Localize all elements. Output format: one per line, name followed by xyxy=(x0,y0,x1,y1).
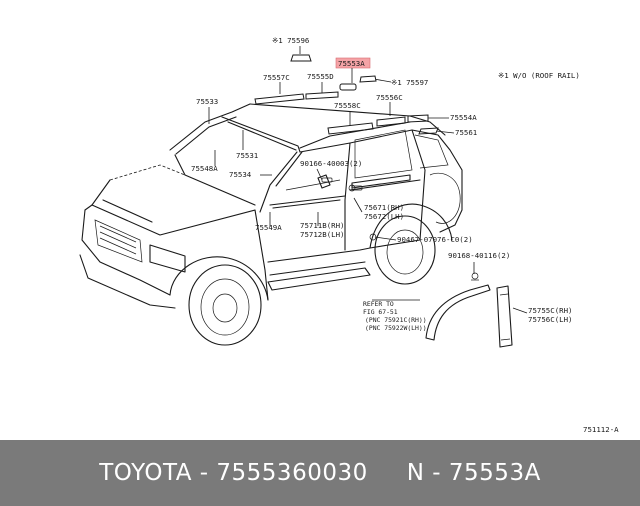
label-90467: 90467-07076-C0(2) xyxy=(397,235,473,244)
label-75597: ※1 75597 xyxy=(391,78,428,87)
label-75531: 75531 xyxy=(236,151,258,160)
part-75556c xyxy=(376,116,406,127)
label-75558c: 75558C xyxy=(334,101,361,110)
label-75561: 75561 xyxy=(455,128,477,137)
label-75534: 75534 xyxy=(229,170,252,179)
footer-bar: TOYOTA - 7555360030 N - 75553A xyxy=(0,440,640,506)
label-75555d: 75555D xyxy=(307,72,334,81)
refer-line-3: (PNC 75921C(RH)) xyxy=(365,316,427,324)
note-label: ※1 W/O (ROOF RAIL) xyxy=(498,71,580,80)
label-75548a: 75548A xyxy=(191,164,218,173)
label-75557c: 75557C xyxy=(263,73,290,82)
label-75596: ※1 75596 xyxy=(272,36,309,45)
label-75554a: 75554A xyxy=(450,113,477,122)
part-75553a xyxy=(339,83,357,91)
quarter-pillar-parts xyxy=(425,284,513,348)
part-75755c xyxy=(496,285,513,348)
label-75549a: 75549A xyxy=(255,223,282,232)
leader-lines xyxy=(208,46,528,314)
part-75555d xyxy=(305,91,339,100)
part-75597 xyxy=(359,75,377,83)
label-75553a[interactable]: 75553A xyxy=(338,59,365,68)
refer-line-1: REFER TO xyxy=(363,300,394,308)
refer-line-2: FIG 67-51 xyxy=(363,308,398,316)
part-refer-fig-67-51 xyxy=(425,284,491,341)
highlight-75553a xyxy=(335,57,371,69)
label-90168: 90168-40116(2) xyxy=(448,251,510,260)
label-75755c: 75755C(RH) xyxy=(528,306,573,315)
footer-part-number: TOYOTA - 7555360030 N - 75553A xyxy=(99,460,541,486)
part-75557c xyxy=(254,93,305,105)
label-75712b: 75712B(LH) xyxy=(300,230,345,239)
refer-line-4: (PNC 75922W(LH)) xyxy=(365,324,427,332)
part-75596 xyxy=(290,54,312,62)
label-75756c: 75756C(LH) xyxy=(528,315,573,324)
label-75556c: 75556C xyxy=(376,93,403,102)
label-75671: 75671(RH) xyxy=(364,203,404,212)
figure-number: 751112-A xyxy=(583,425,619,434)
label-90166: 90166-40003(2) xyxy=(300,159,362,168)
label-75533: 75533 xyxy=(196,97,218,106)
parts-diagram: ※1 W/O (ROOF RAIL) ※1 75596 75553A ※1 75… xyxy=(79,36,619,434)
label-75711b: 75711B(RH) xyxy=(300,221,345,230)
